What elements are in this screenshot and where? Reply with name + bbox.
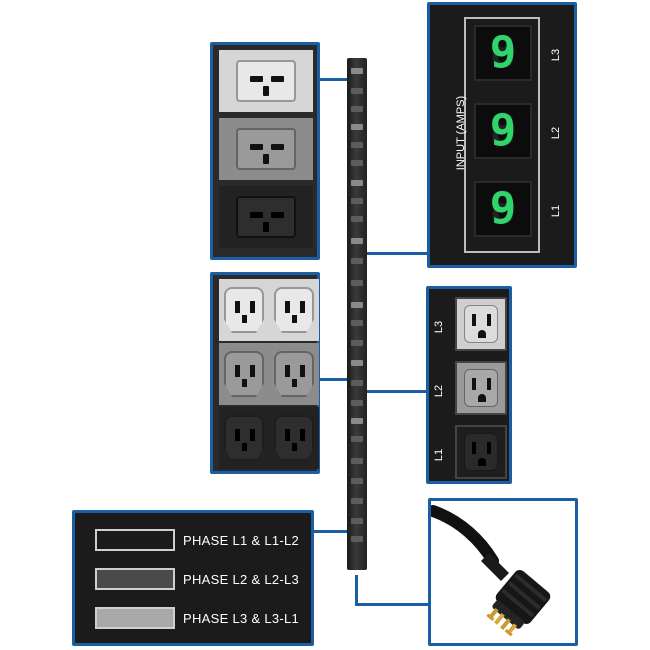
twist-lock-plug-icon: [431, 505, 551, 637]
display-title: INPUT (AMPS): [455, 95, 467, 171]
phase-label-l2: L2: [550, 126, 562, 140]
display-frame: [464, 17, 540, 253]
nema-outlet-l3: [455, 297, 507, 351]
c19-outlet-phase2: [219, 118, 313, 180]
plug-image-panel: [428, 498, 578, 646]
legend-swatch-phase3: [95, 607, 175, 629]
connector-line-c19: [318, 78, 350, 81]
connector-line-legend: [312, 530, 350, 533]
connector-line-nema: [366, 390, 428, 393]
phase-label-l1: L1: [550, 204, 562, 218]
c19-outlet-phase3: [219, 50, 313, 112]
vertical-pdu-icon: [347, 58, 367, 570]
nema-phase-label-l3: L3: [433, 320, 445, 334]
connector-line-plug-v: [355, 575, 358, 605]
c19-outlet-phase1: [219, 186, 313, 248]
connector-line-c13: [318, 378, 350, 381]
c13-outlet-pair-phase3: [219, 279, 319, 341]
legend-text-phase2: PHASE L2 & L2-L3: [183, 571, 300, 587]
c19-outlet-panel: [210, 42, 320, 260]
legend-text-phase1: PHASE L1 & L1-L2: [183, 532, 300, 548]
phase-label-l3: L3: [550, 48, 562, 62]
nema-outlet-l1: [455, 425, 507, 479]
c13-outlet-panel: [210, 272, 320, 474]
legend-swatch-phase1: [95, 529, 175, 551]
nema-phase-label-l2: L2: [433, 384, 445, 398]
legend-row-phase1: PHASE L1 & L1-L2: [95, 529, 299, 551]
legend-text-phase3: PHASE L3 & L3-L1: [183, 610, 300, 626]
c13-outlet-pair-phase2: [219, 343, 319, 405]
nema-outlet-panel: L3 L2 L1: [426, 286, 512, 484]
phase-legend-panel: PHASE L1 & L1-L2 PHASE L2 & L2-L3 PHASE …: [72, 510, 314, 646]
legend-row-phase3: PHASE L3 & L3-L1: [95, 607, 299, 629]
connector-line-plug-h: [355, 603, 430, 606]
nema-outlet-l2: [455, 361, 507, 415]
legend-swatch-phase2: [95, 568, 175, 590]
nema-phase-label-l1: L1: [433, 448, 445, 462]
c13-outlet-pair-phase1: [219, 407, 319, 469]
connector-line-display: [366, 252, 430, 255]
legend-row-phase2: PHASE L2 & L2-L3: [95, 568, 299, 590]
